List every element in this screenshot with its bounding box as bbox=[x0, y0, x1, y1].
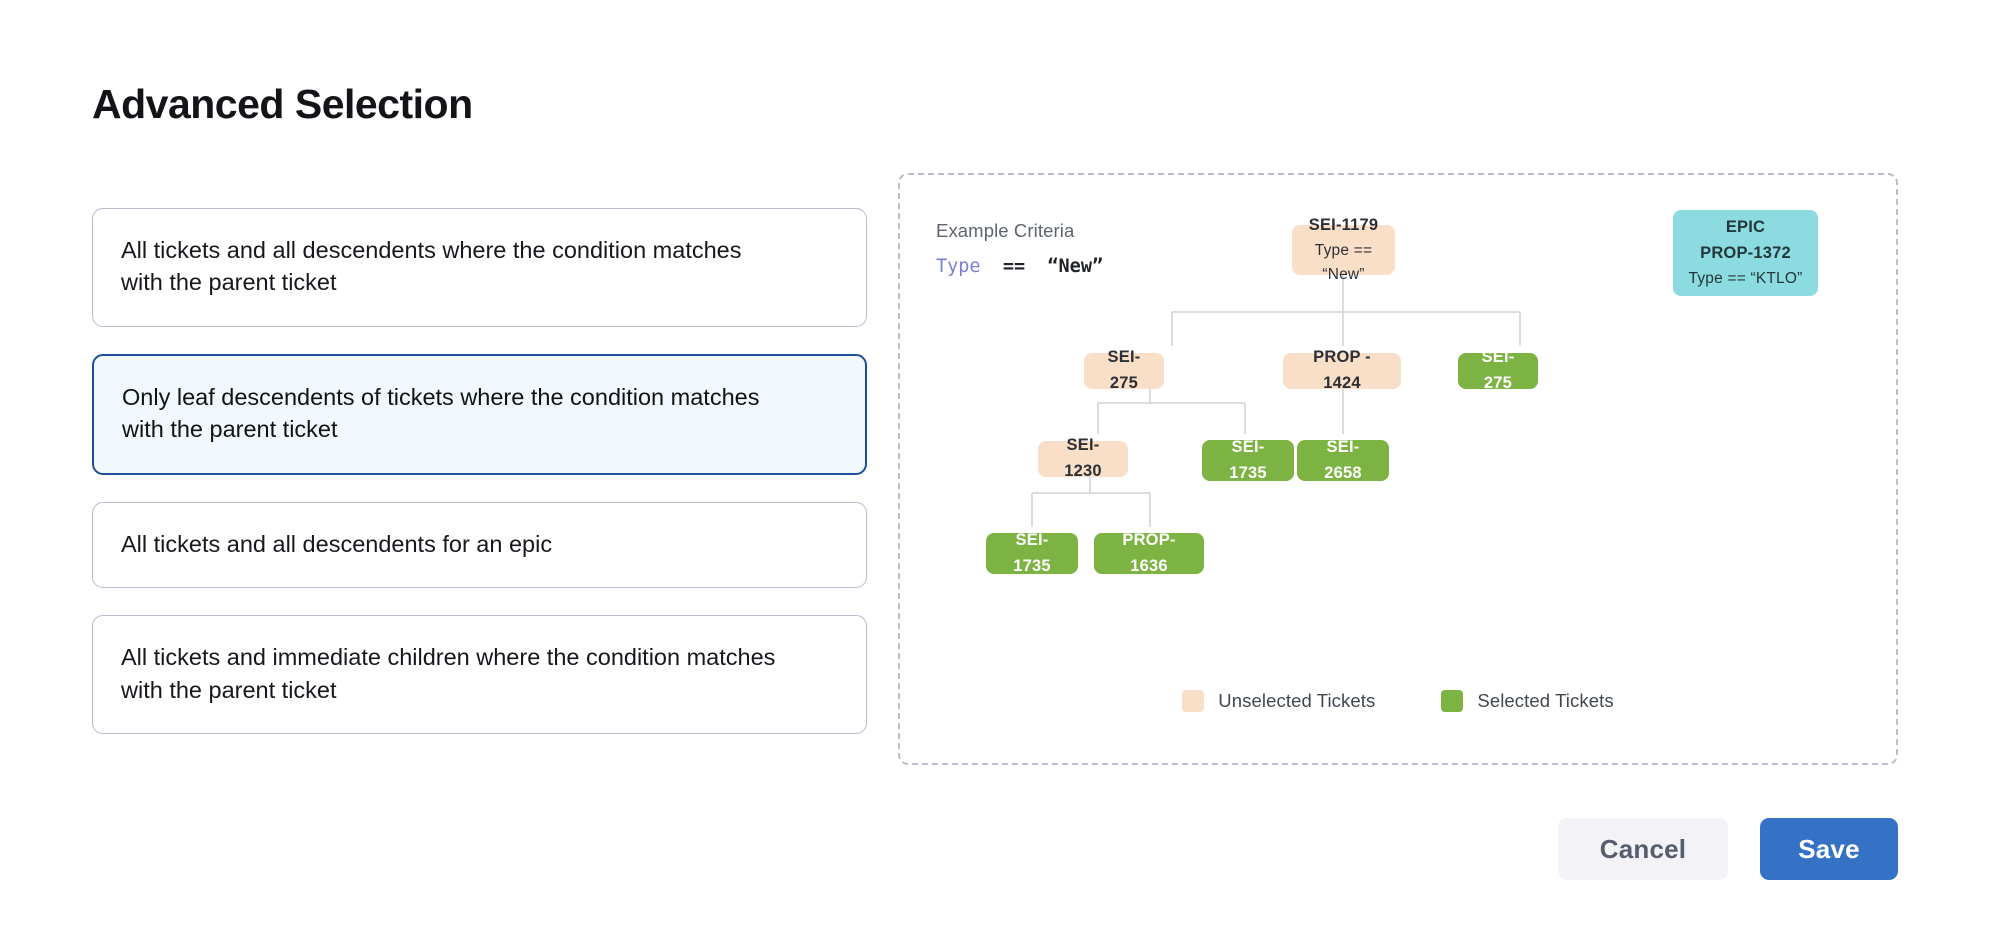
selection-options-list: All tickets and all descendents where th… bbox=[92, 208, 867, 734]
node-title: SEI-275 bbox=[1107, 348, 1141, 392]
cancel-button[interactable]: Cancel bbox=[1558, 818, 1728, 880]
node-title: SEI-1735 bbox=[1013, 530, 1051, 575]
tree-node-sei-1735-b[interactable]: SEI-1735 bbox=[986, 531, 1078, 575]
option-label: All tickets and all descendents where th… bbox=[121, 237, 742, 296]
dialog-footer: Cancel Save bbox=[1558, 818, 1898, 880]
criteria-label: Example Criteria bbox=[936, 220, 1075, 241]
node-title: SEI-275 bbox=[1481, 348, 1515, 392]
option-label: All tickets and immediate children where… bbox=[121, 644, 776, 703]
node-title: SEI-1179 bbox=[1308, 216, 1379, 235]
tree-node-sei-1230[interactable]: SEI-1230 bbox=[1038, 436, 1128, 480]
criteria-block: Example Criteria Type == “New” bbox=[936, 220, 1103, 277]
tree-node-sei-1735-a[interactable]: SEI-1735 bbox=[1202, 438, 1294, 482]
option-label: Only leaf descendents of tickets where t… bbox=[122, 383, 760, 443]
diagram-legend: Unselected Tickets Selected Tickets bbox=[900, 690, 1896, 712]
node-subtitle: Type == “KTLO” bbox=[1688, 269, 1803, 287]
node-title: EPIC bbox=[1725, 218, 1766, 237]
example-diagram-panel: Example Criteria Type == “New” bbox=[898, 173, 1898, 765]
page-title: Advanced Selection bbox=[92, 81, 473, 128]
option-label: All tickets and all descendents for an e… bbox=[121, 530, 553, 557]
tree-node-epic-prop-1372[interactable]: EPIC PROP-1372 Type == “KTLO” bbox=[1673, 210, 1818, 296]
tree-node-prop-1636[interactable]: PROP-1636 bbox=[1094, 531, 1204, 575]
node-title: SEI-2658 bbox=[1324, 437, 1362, 482]
tree-node-sei-1179[interactable]: SEI-1179 Type == “New” bbox=[1292, 216, 1395, 283]
legend-item-unselected: Unselected Tickets bbox=[1182, 690, 1375, 712]
criteria-operator: == bbox=[1002, 256, 1026, 277]
tree-node-sei-275-b[interactable]: SEI-275 bbox=[1458, 348, 1538, 392]
node-title: SEI-1230 bbox=[1064, 436, 1102, 480]
criteria-field: Type bbox=[936, 256, 981, 277]
node-title: SEI-1735 bbox=[1229, 437, 1267, 482]
option-card-epic-descendents[interactable]: All tickets and all descendents for an e… bbox=[92, 501, 867, 589]
option-card-immediate-children[interactable]: All tickets and immediate children where… bbox=[92, 615, 867, 734]
legend-label: Selected Tickets bbox=[1477, 690, 1614, 711]
node-title-2: PROP-1372 bbox=[1700, 244, 1791, 262]
node-title: PROP - 1424 bbox=[1313, 348, 1371, 392]
criteria-expression: Type == “New” bbox=[936, 256, 1103, 277]
tree-node-sei-2658[interactable]: SEI-2658 bbox=[1297, 438, 1389, 482]
tree-node-sei-275-a[interactable]: SEI-275 bbox=[1084, 348, 1164, 392]
node-subtitle: Type == “New” bbox=[1314, 241, 1373, 283]
ticket-tree: SEI-1179 Type == “New” EPIC PROP-1372 Ty… bbox=[900, 175, 1896, 763]
node-title: PROP-1636 bbox=[1122, 530, 1176, 575]
criteria-value: “New” bbox=[1047, 256, 1104, 277]
tree-connectors bbox=[1031, 275, 1521, 527]
legend-item-selected: Selected Tickets bbox=[1441, 690, 1614, 712]
option-card-all-descendents[interactable]: All tickets and all descendents where th… bbox=[92, 208, 867, 327]
save-button[interactable]: Save bbox=[1760, 818, 1898, 880]
unselected-swatch-icon bbox=[1182, 690, 1205, 712]
option-card-leaf-descendents[interactable]: Only leaf descendents of tickets where t… bbox=[92, 353, 867, 475]
tree-node-prop-1424[interactable]: PROP - 1424 bbox=[1283, 348, 1401, 392]
legend-label: Unselected Tickets bbox=[1218, 690, 1376, 711]
selected-swatch-icon bbox=[1441, 690, 1464, 712]
